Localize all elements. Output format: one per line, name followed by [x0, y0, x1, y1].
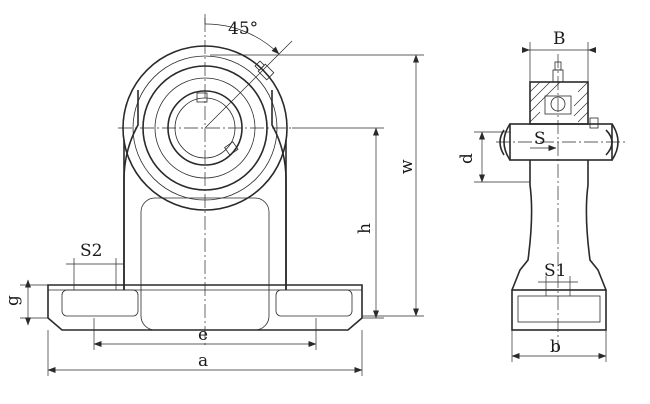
g-label: g [3, 295, 23, 306]
right-bolt-pocket [275, 289, 353, 317]
e-label: e [198, 325, 208, 345]
side-view: B d S S1 b [457, 29, 626, 362]
set-screw-top [196, 92, 208, 103]
a-label: a [198, 351, 208, 371]
set-screw-bottom [224, 141, 239, 156]
grease-nipple-icon [254, 60, 275, 81]
w-label: w [397, 159, 417, 174]
left-bolt-pocket [61, 289, 139, 317]
b-lower-label: b [550, 337, 561, 357]
front-view: 45° S2 g e a h w [3, 14, 424, 376]
s1-label: S1 [544, 261, 566, 281]
s2-label: S2 [80, 241, 102, 261]
pedestal-side-outline [511, 160, 607, 291]
h-label: h [355, 223, 375, 234]
angle-dimension-arc [204, 23, 280, 55]
b-upper-label: B [553, 29, 566, 49]
d-label: d [457, 153, 477, 164]
base-side [511, 289, 607, 331]
s-label: S [534, 129, 546, 149]
angle-label: 45° [228, 19, 258, 39]
housing-hatching [529, 81, 589, 123]
